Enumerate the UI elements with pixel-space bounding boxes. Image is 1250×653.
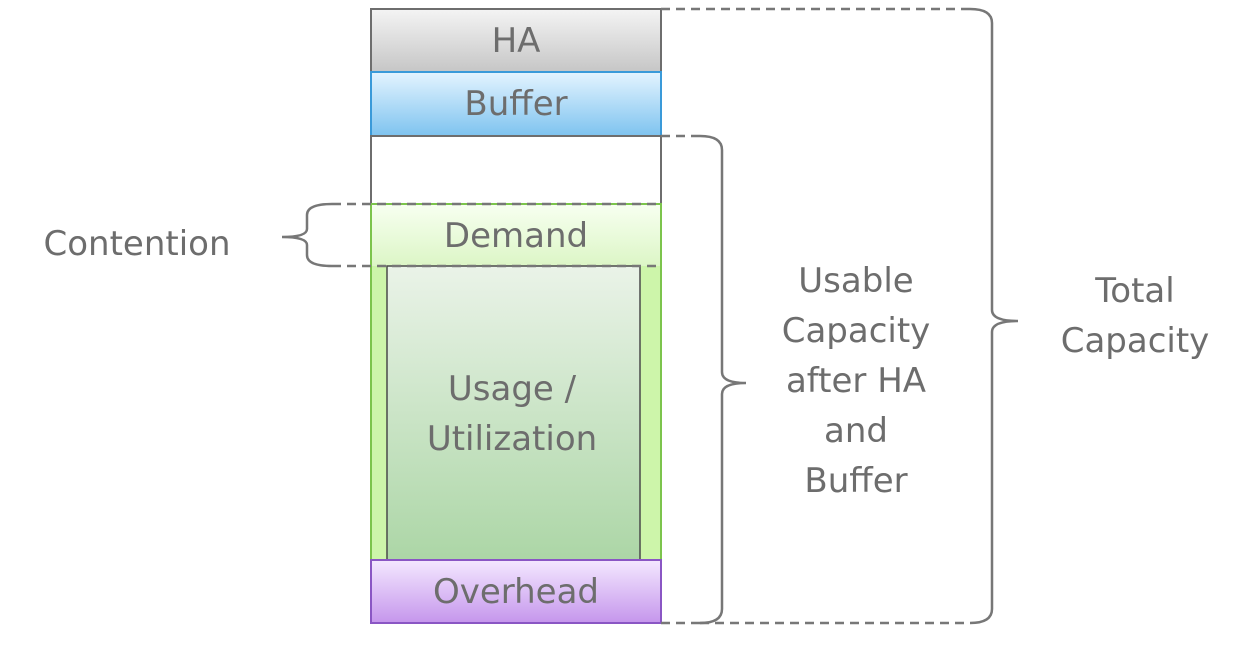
demand-label: Demand [444,216,588,256]
usable-line-1: Usable [798,261,913,301]
total-dashed-lines [661,7,970,625]
utilization-label: Utilization [427,419,597,459]
contention-brace [281,202,333,268]
ha-block [370,8,662,73]
usage-label: Usage / [448,369,577,409]
usable-brace [699,134,747,625]
total-capacity-label: Total Capacity [1061,271,1210,361]
ha-label: HA [492,21,541,61]
usable-capacity-label: Usable Capacity after HA and Buffer [782,261,931,501]
usable-dashed-lines [661,134,700,625]
usable-line-5: Buffer [804,461,907,501]
demand-header [372,205,660,266]
free-space-block [370,135,662,205]
usage-block [386,265,641,561]
total-line-1: Total [1094,271,1174,311]
total-brace [969,7,1019,625]
overhead-block [370,559,662,624]
usable-line-3: after HA [786,361,926,401]
overhead-label: Overhead [433,572,599,612]
usable-line-2: Capacity [782,311,931,351]
total-line-2: Capacity [1061,321,1210,361]
usable-line-4: and [824,411,888,451]
buffer-block [370,71,662,137]
contention-dashed-outline [332,202,661,268]
contention-label: Contention [43,224,230,264]
buffer-label: Buffer [464,84,567,124]
